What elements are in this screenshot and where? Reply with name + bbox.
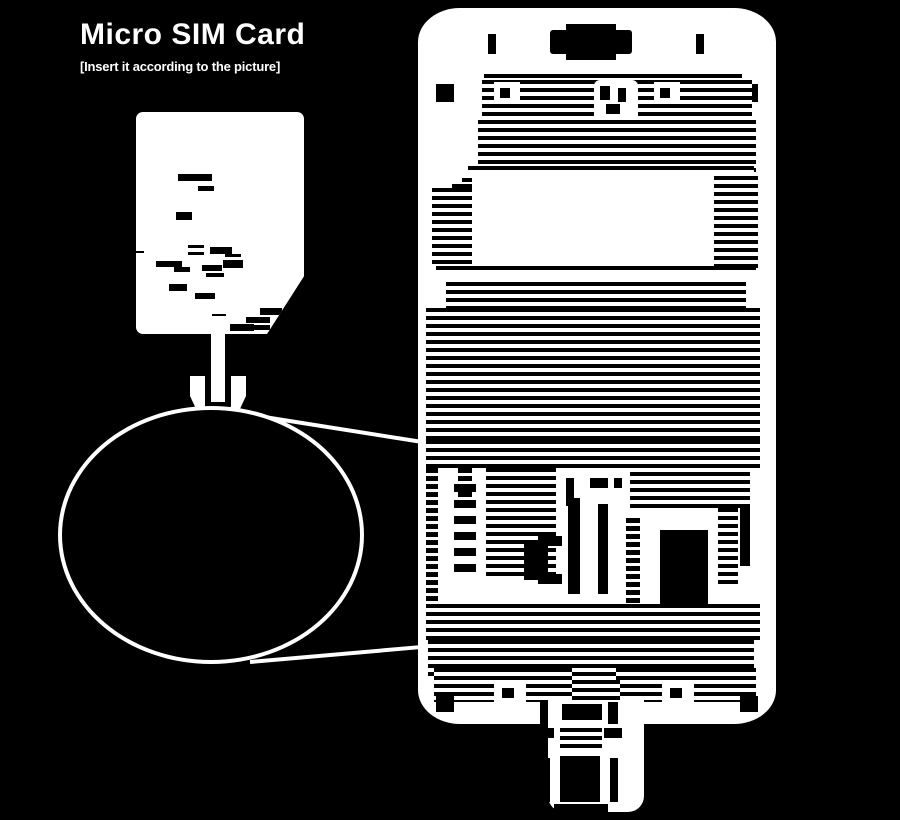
white-label-sticker: [468, 170, 754, 262]
top-speaker-slot: [550, 30, 632, 54]
phone-bottom-connector: [534, 700, 644, 814]
camera-module: [660, 530, 708, 608]
heading-block: Micro SIM Card [Insert it according to t…: [80, 18, 410, 75]
phone-body: [418, 8, 776, 756]
page-title: Micro SIM Card: [80, 18, 306, 51]
magnifier-outline: [58, 406, 364, 664]
page-subtitle: [Insert it according to the picture]: [80, 59, 281, 74]
insert-direction-arrow: [178, 330, 258, 456]
micro-sim-card: [136, 112, 304, 334]
